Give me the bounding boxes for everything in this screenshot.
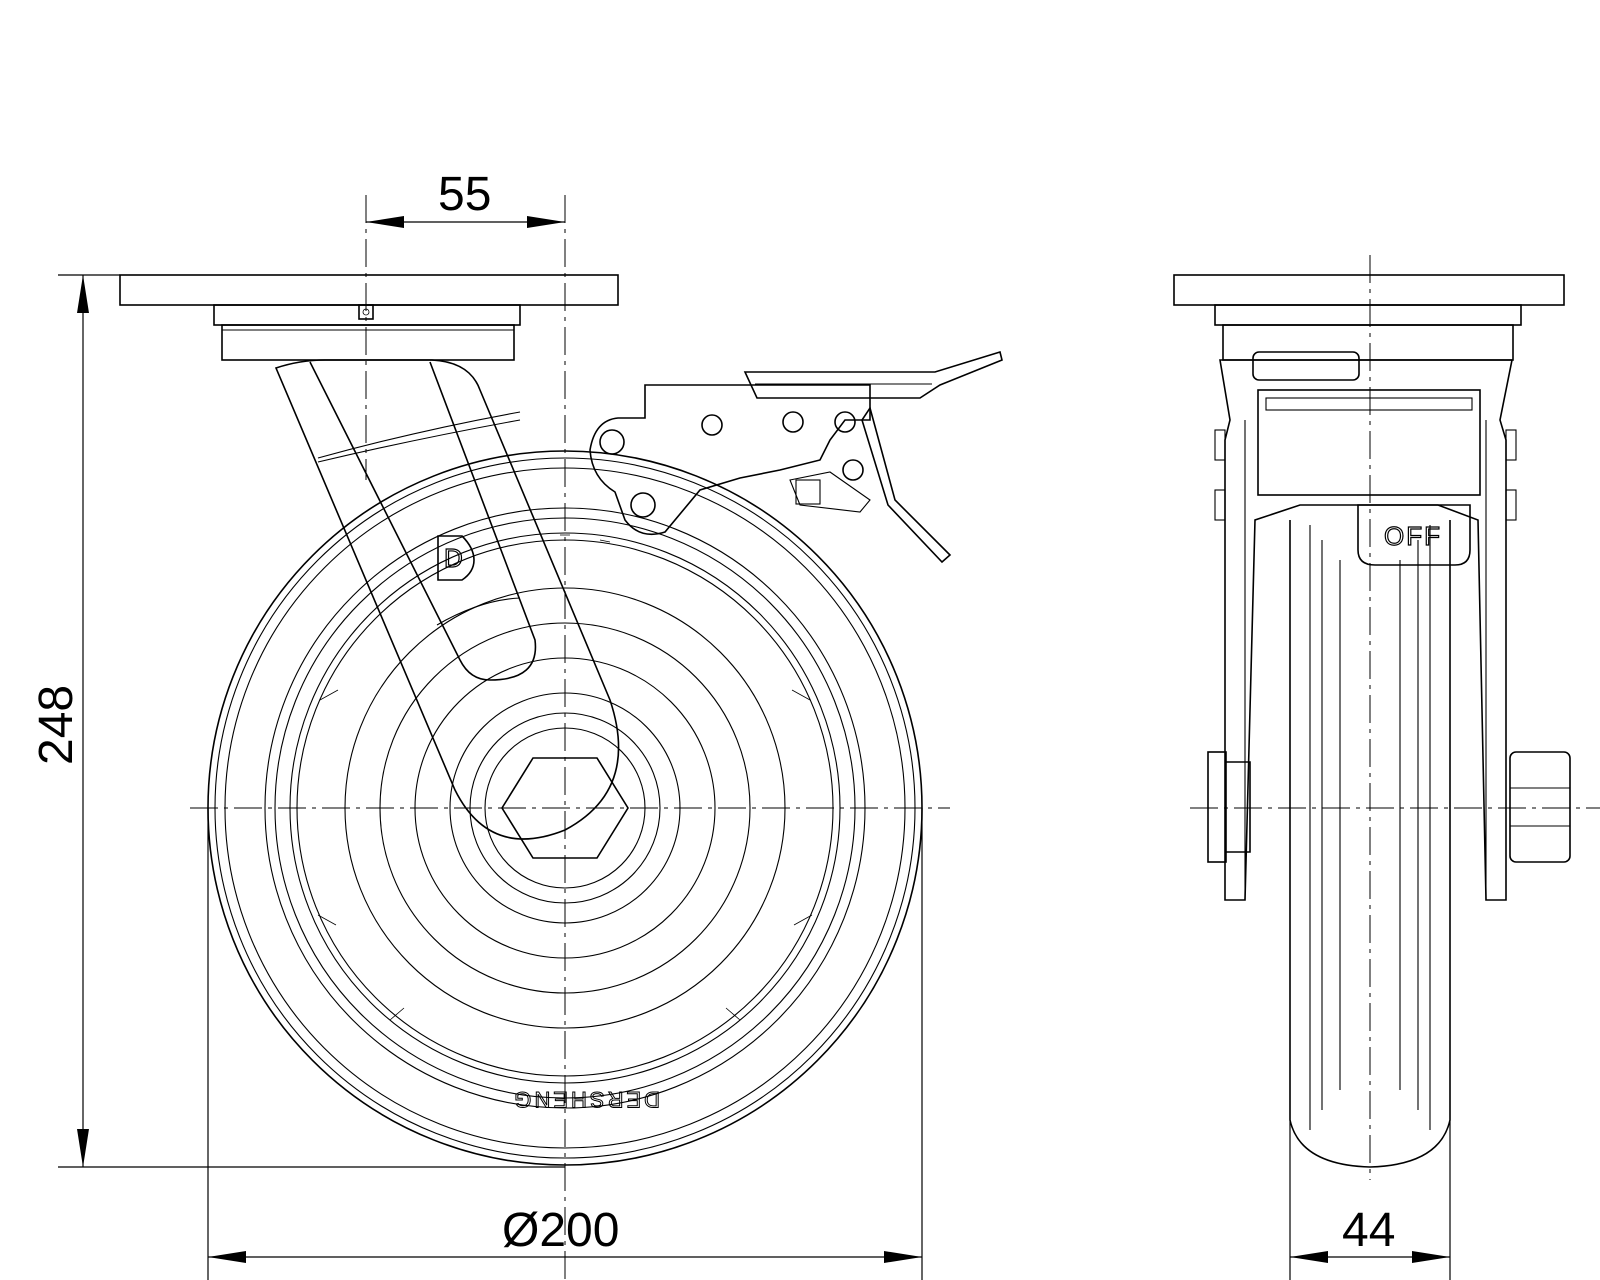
front-view: DERSHENG D	[119, 195, 1003, 1280]
logo-letter: D	[444, 543, 465, 573]
dimension-diameter-label: Ø200	[502, 1204, 619, 1257]
dimension-height: 248	[30, 274, 565, 1168]
brake-state-label: OFF	[1384, 521, 1442, 551]
dimension-offset: 55	[366, 168, 565, 228]
axle-nut-right	[1509, 751, 1571, 863]
dimension-height-label: 248	[30, 685, 83, 765]
logo-badge	[437, 535, 475, 581]
brake-pedal	[743, 350, 1003, 399]
dimension-width: 44	[1289, 1120, 1451, 1280]
axle-nut-left	[1207, 751, 1227, 863]
wheel-side	[1289, 520, 1451, 1168]
brake-mechanism-front	[589, 350, 1003, 564]
side-view: OFF	[1173, 255, 1600, 1180]
brand-text: DERSHENG	[511, 1087, 660, 1112]
fork-arm-front: D	[274, 359, 620, 840]
top-plate-front	[119, 274, 619, 361]
brake-tag	[1357, 504, 1471, 566]
dimension-diameter: Ø200	[207, 808, 923, 1280]
dimension-offset-label: 55	[438, 168, 491, 221]
dimension-width-label: 44	[1342, 1204, 1395, 1257]
